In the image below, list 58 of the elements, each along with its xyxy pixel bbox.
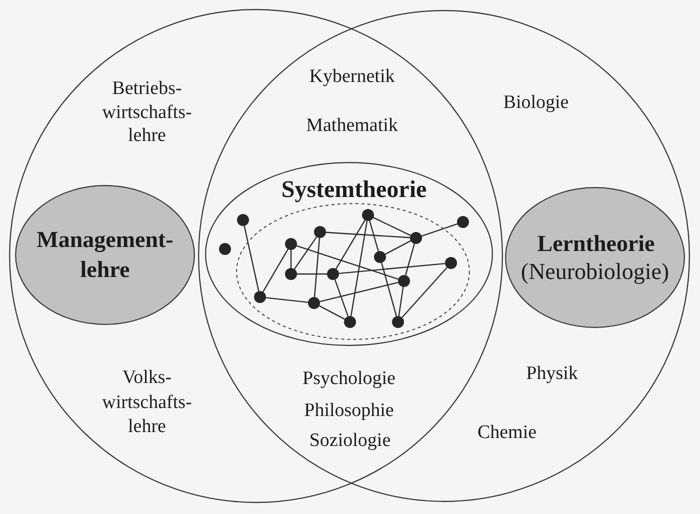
network-dot (327, 268, 339, 280)
network-line (319, 305, 345, 320)
network-dot (237, 214, 249, 226)
network-dot (344, 316, 356, 328)
network-dot (410, 232, 422, 244)
discipline-label: Volks- wirtschafts- lehre (102, 366, 192, 439)
network-dot (374, 251, 386, 263)
network-line (350, 220, 368, 316)
network-line (294, 236, 318, 270)
network-dot (285, 238, 297, 250)
network-dot (219, 243, 231, 255)
discipline-label: Psychologie (302, 367, 396, 390)
discipline-label: Philosophie (304, 399, 394, 422)
discipline-label: Mathematik (306, 114, 398, 137)
discipline-label: Management- lehre (36, 226, 174, 284)
discipline-label: Biologie (503, 91, 569, 114)
discipline-label: Soziologie (309, 429, 391, 452)
network-line (338, 262, 446, 274)
network-line (398, 286, 404, 316)
network-ellipse (205, 162, 493, 346)
network-line (266, 297, 308, 303)
discipline-label: Physik (526, 362, 578, 385)
discipline-label: (Neurobiologie) (520, 259, 670, 285)
discipline-label: Chemie (477, 421, 537, 444)
network-line (402, 267, 448, 318)
network-dot (398, 275, 410, 287)
network-line (334, 279, 349, 317)
network-line (314, 238, 320, 298)
discipline-label: Lerntheorie (537, 231, 655, 257)
network-dot (392, 316, 404, 328)
network-dot (314, 226, 326, 238)
discipline-label: Systemtheorie (281, 177, 427, 203)
dashed-ellipse (236, 203, 470, 340)
network-line (290, 250, 292, 268)
network-line (369, 220, 379, 252)
discipline-label: Betriebs- wirtschafts- lehre (102, 77, 192, 148)
field-ellipse (15, 185, 195, 325)
network-line (385, 240, 411, 255)
network-dot (285, 268, 297, 280)
network-dot (457, 216, 469, 228)
network-line (421, 223, 458, 237)
venn-circle (198, 10, 690, 502)
network-line (405, 244, 415, 276)
discipline-label: Kybernetik (309, 65, 395, 88)
network-line (297, 273, 327, 275)
network-dot (362, 209, 374, 221)
network-dot (308, 297, 320, 309)
network-line (373, 217, 411, 236)
network-line (320, 282, 398, 302)
field-ellipse (505, 187, 685, 328)
network-line (244, 226, 260, 292)
network-line (336, 220, 366, 270)
network-line (296, 245, 398, 280)
network-line (262, 248, 288, 292)
network-line (326, 232, 410, 238)
network-dot (254, 291, 266, 303)
network-dot (445, 257, 457, 269)
network-line (381, 262, 397, 316)
